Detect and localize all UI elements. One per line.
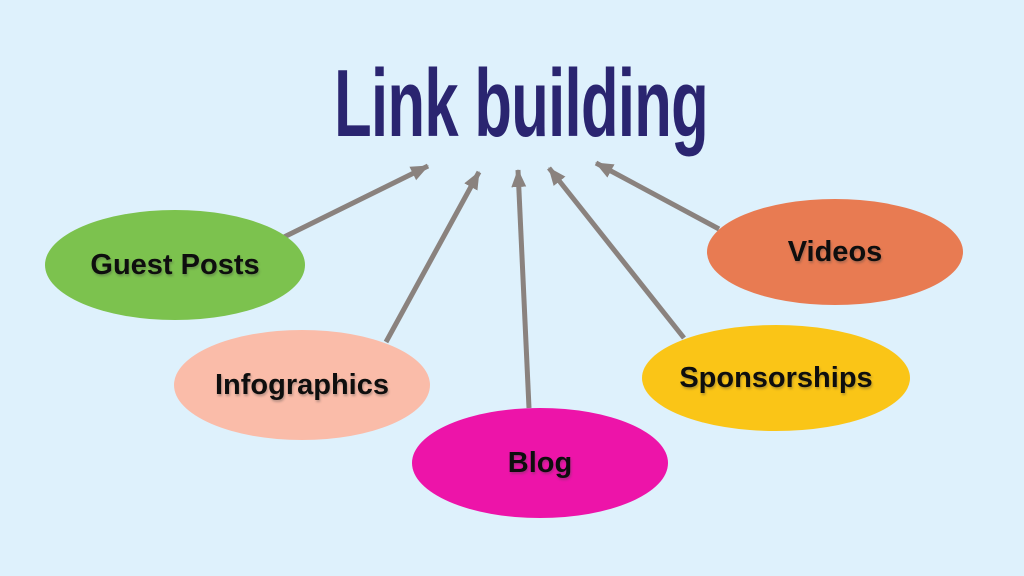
node-guest-posts: Guest Posts — [45, 210, 305, 320]
node-label: Videos — [787, 235, 883, 268]
node-videos: Videos — [707, 199, 963, 305]
node-infographics: Infographics — [174, 330, 430, 440]
title-text: Link building — [334, 50, 709, 157]
node-label: Guest Posts — [90, 248, 260, 281]
arrow-videos-to-title — [594, 160, 721, 232]
arrow-guest-posts-to-title — [280, 163, 430, 241]
diagram-title: Link building — [0, 56, 1024, 152]
node-sponsorships: Sponsorships — [642, 325, 910, 431]
arrow-infographics-to-title — [383, 170, 482, 344]
arrow-sponsorships-to-title — [547, 166, 686, 340]
arrow-blog-to-title — [511, 169, 532, 409]
node-label: Sponsorships — [679, 361, 873, 394]
node-blog: Blog — [412, 408, 668, 518]
node-label: Blog — [507, 446, 573, 479]
node-label: Infographics — [214, 368, 389, 401]
